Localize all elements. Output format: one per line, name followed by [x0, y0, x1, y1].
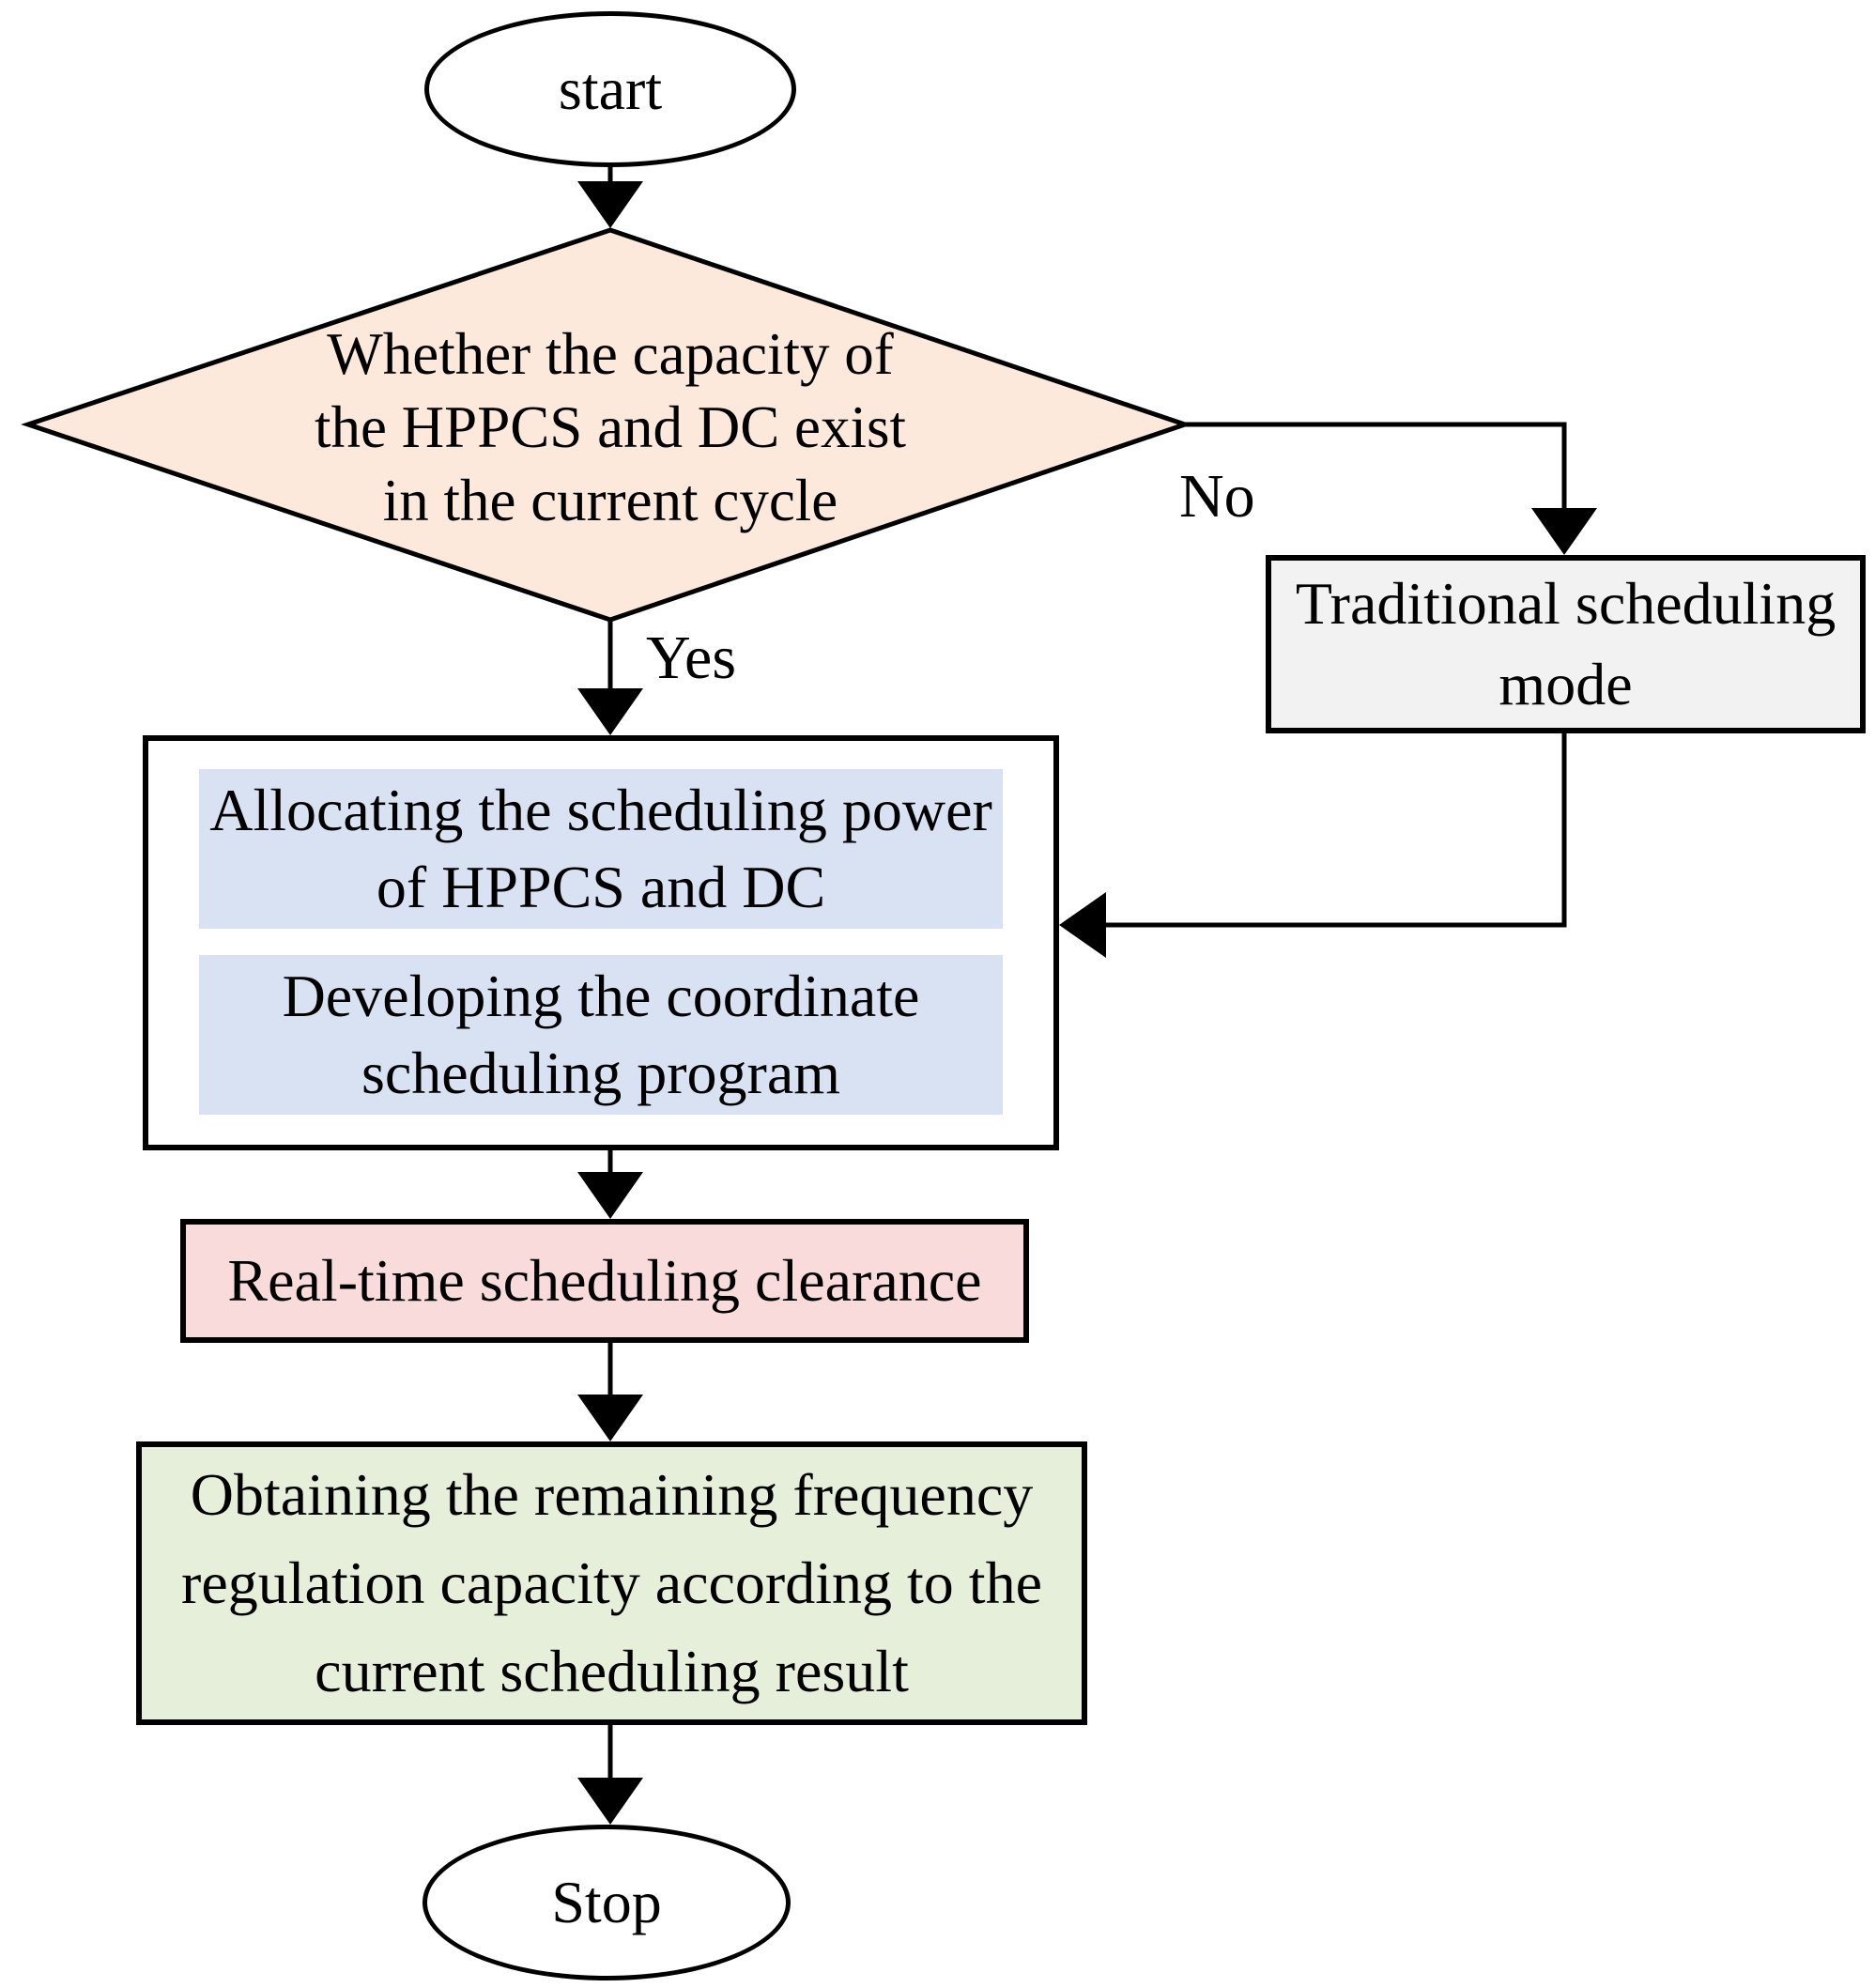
stop-terminator: Stop [423, 1825, 791, 1980]
traditional-merge-connector [1059, 733, 1567, 958]
traditional-line: mode [1498, 651, 1633, 717]
obtaining-line: current scheduling result [315, 1638, 909, 1704]
decision-line: the HPPCS and DC exist [314, 394, 907, 460]
traditional-line: Traditional scheduling [1295, 570, 1837, 637]
stop-label: Stop [551, 1869, 662, 1936]
developing-program-step: Developing the coordinate scheduling pro… [199, 955, 1003, 1115]
traditional-scheduling-box: Traditional scheduling mode [1266, 555, 1866, 733]
obtaining-line: Obtaining the remaining frequency [190, 1461, 1034, 1528]
obtaining-line: regulation capacity according to the [181, 1549, 1042, 1616]
yes-branch-label: Yes [646, 624, 737, 692]
developing-line: scheduling program [361, 1040, 841, 1106]
no-branch-connector [1185, 422, 1597, 555]
coordinate-scheduling-container: Allocating the scheduling power of HPPCS… [143, 735, 1059, 1150]
decision-line: in the current cycle [382, 468, 838, 533]
start-terminator: start [424, 11, 796, 167]
decision-line: Whether the capacity of [327, 321, 894, 387]
clearance-label: Real-time scheduling clearance [227, 1247, 982, 1315]
decision-text: Whether the capacity of the HPPCS and DC… [56, 235, 1164, 620]
allocating-power-step: Allocating the scheduling power of HPPCS… [199, 769, 1003, 929]
developing-line: Developing the coordinate [282, 963, 920, 1029]
allocating-line: of HPPCS and DC [376, 854, 826, 920]
no-branch-label: No [1179, 462, 1255, 531]
obtaining-capacity-box: Obtaining the remaining frequency regula… [136, 1441, 1087, 1725]
realtime-clearance-box: Real-time scheduling clearance [180, 1219, 1029, 1343]
allocating-line: Allocating the scheduling power [209, 777, 992, 843]
start-label: start [558, 55, 663, 123]
